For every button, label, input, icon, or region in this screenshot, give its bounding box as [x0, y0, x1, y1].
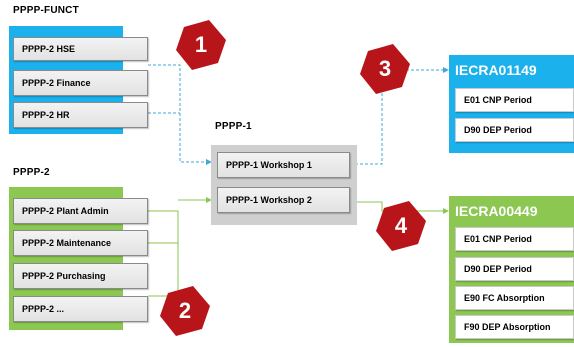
- iecra00449-item-f90[interactable]: F90 DEP Absorption: [455, 315, 574, 339]
- link-pppp2-to-workshop2: [148, 210, 179, 297]
- arrow-to-iecra00449: [443, 208, 449, 214]
- funct-item-hse[interactable]: PPPP-2 HSE: [13, 37, 148, 61]
- pppp2-item-maintenance[interactable]: PPPP-2 Maintenance: [13, 230, 148, 256]
- pppp2-item-more[interactable]: PPPP-2 ...: [13, 296, 148, 322]
- pppp1-item-workshop2[interactable]: PPPP-1 Workshop 2: [217, 187, 350, 213]
- arrow-to-workshop1: [206, 159, 212, 165]
- marker-label-1: 1: [194, 32, 208, 57]
- iecra00449-title: IECRA00449: [455, 203, 538, 219]
- funct-item-hr[interactable]: PPPP-2 HR: [13, 102, 148, 128]
- marker-label-2: 2: [178, 298, 192, 323]
- funct-group-title: PPPP-FUNCT: [13, 5, 79, 16]
- pppp1-group-title: PPPP-1: [215, 121, 252, 132]
- pppp2-item-purchasing[interactable]: PPPP-2 Purchasing: [13, 263, 148, 289]
- pppp2-group-title: PPPP-2: [13, 167, 50, 178]
- hexagon-marker-2: [160, 286, 210, 336]
- pppp2-item-plant-admin[interactable]: PPPP-2 Plant Admin: [13, 198, 148, 224]
- arrow-to-iecra01149: [443, 67, 449, 73]
- marker-label-4: 4: [394, 213, 408, 238]
- pppp1-item-workshop1[interactable]: PPPP-1 Workshop 1: [217, 152, 350, 178]
- iecra00449-item-d90[interactable]: D90 DEP Period: [455, 257, 574, 281]
- hexagon-marker-3: [360, 44, 410, 94]
- iecra00449-item-e01[interactable]: E01 CNP Period: [455, 227, 574, 251]
- link-workshop1-to-iecra01149: [350, 69, 445, 165]
- iecra01149-item-e01[interactable]: E01 CNP Period: [455, 88, 574, 112]
- funct-item-finance[interactable]: PPPP-2 Finance: [13, 70, 148, 96]
- marker-label-3: 3: [378, 56, 392, 81]
- arrow-to-workshop2: [206, 197, 212, 203]
- iecra01149-item-d90[interactable]: D90 DEP Period: [455, 118, 574, 142]
- iecra00449-item-e90[interactable]: E90 FC Absorption: [455, 286, 574, 310]
- hexagon-marker-1: [176, 20, 226, 70]
- hexagon-marker-4: [376, 201, 426, 251]
- iecra01149-title: IECRA01149: [455, 62, 537, 78]
